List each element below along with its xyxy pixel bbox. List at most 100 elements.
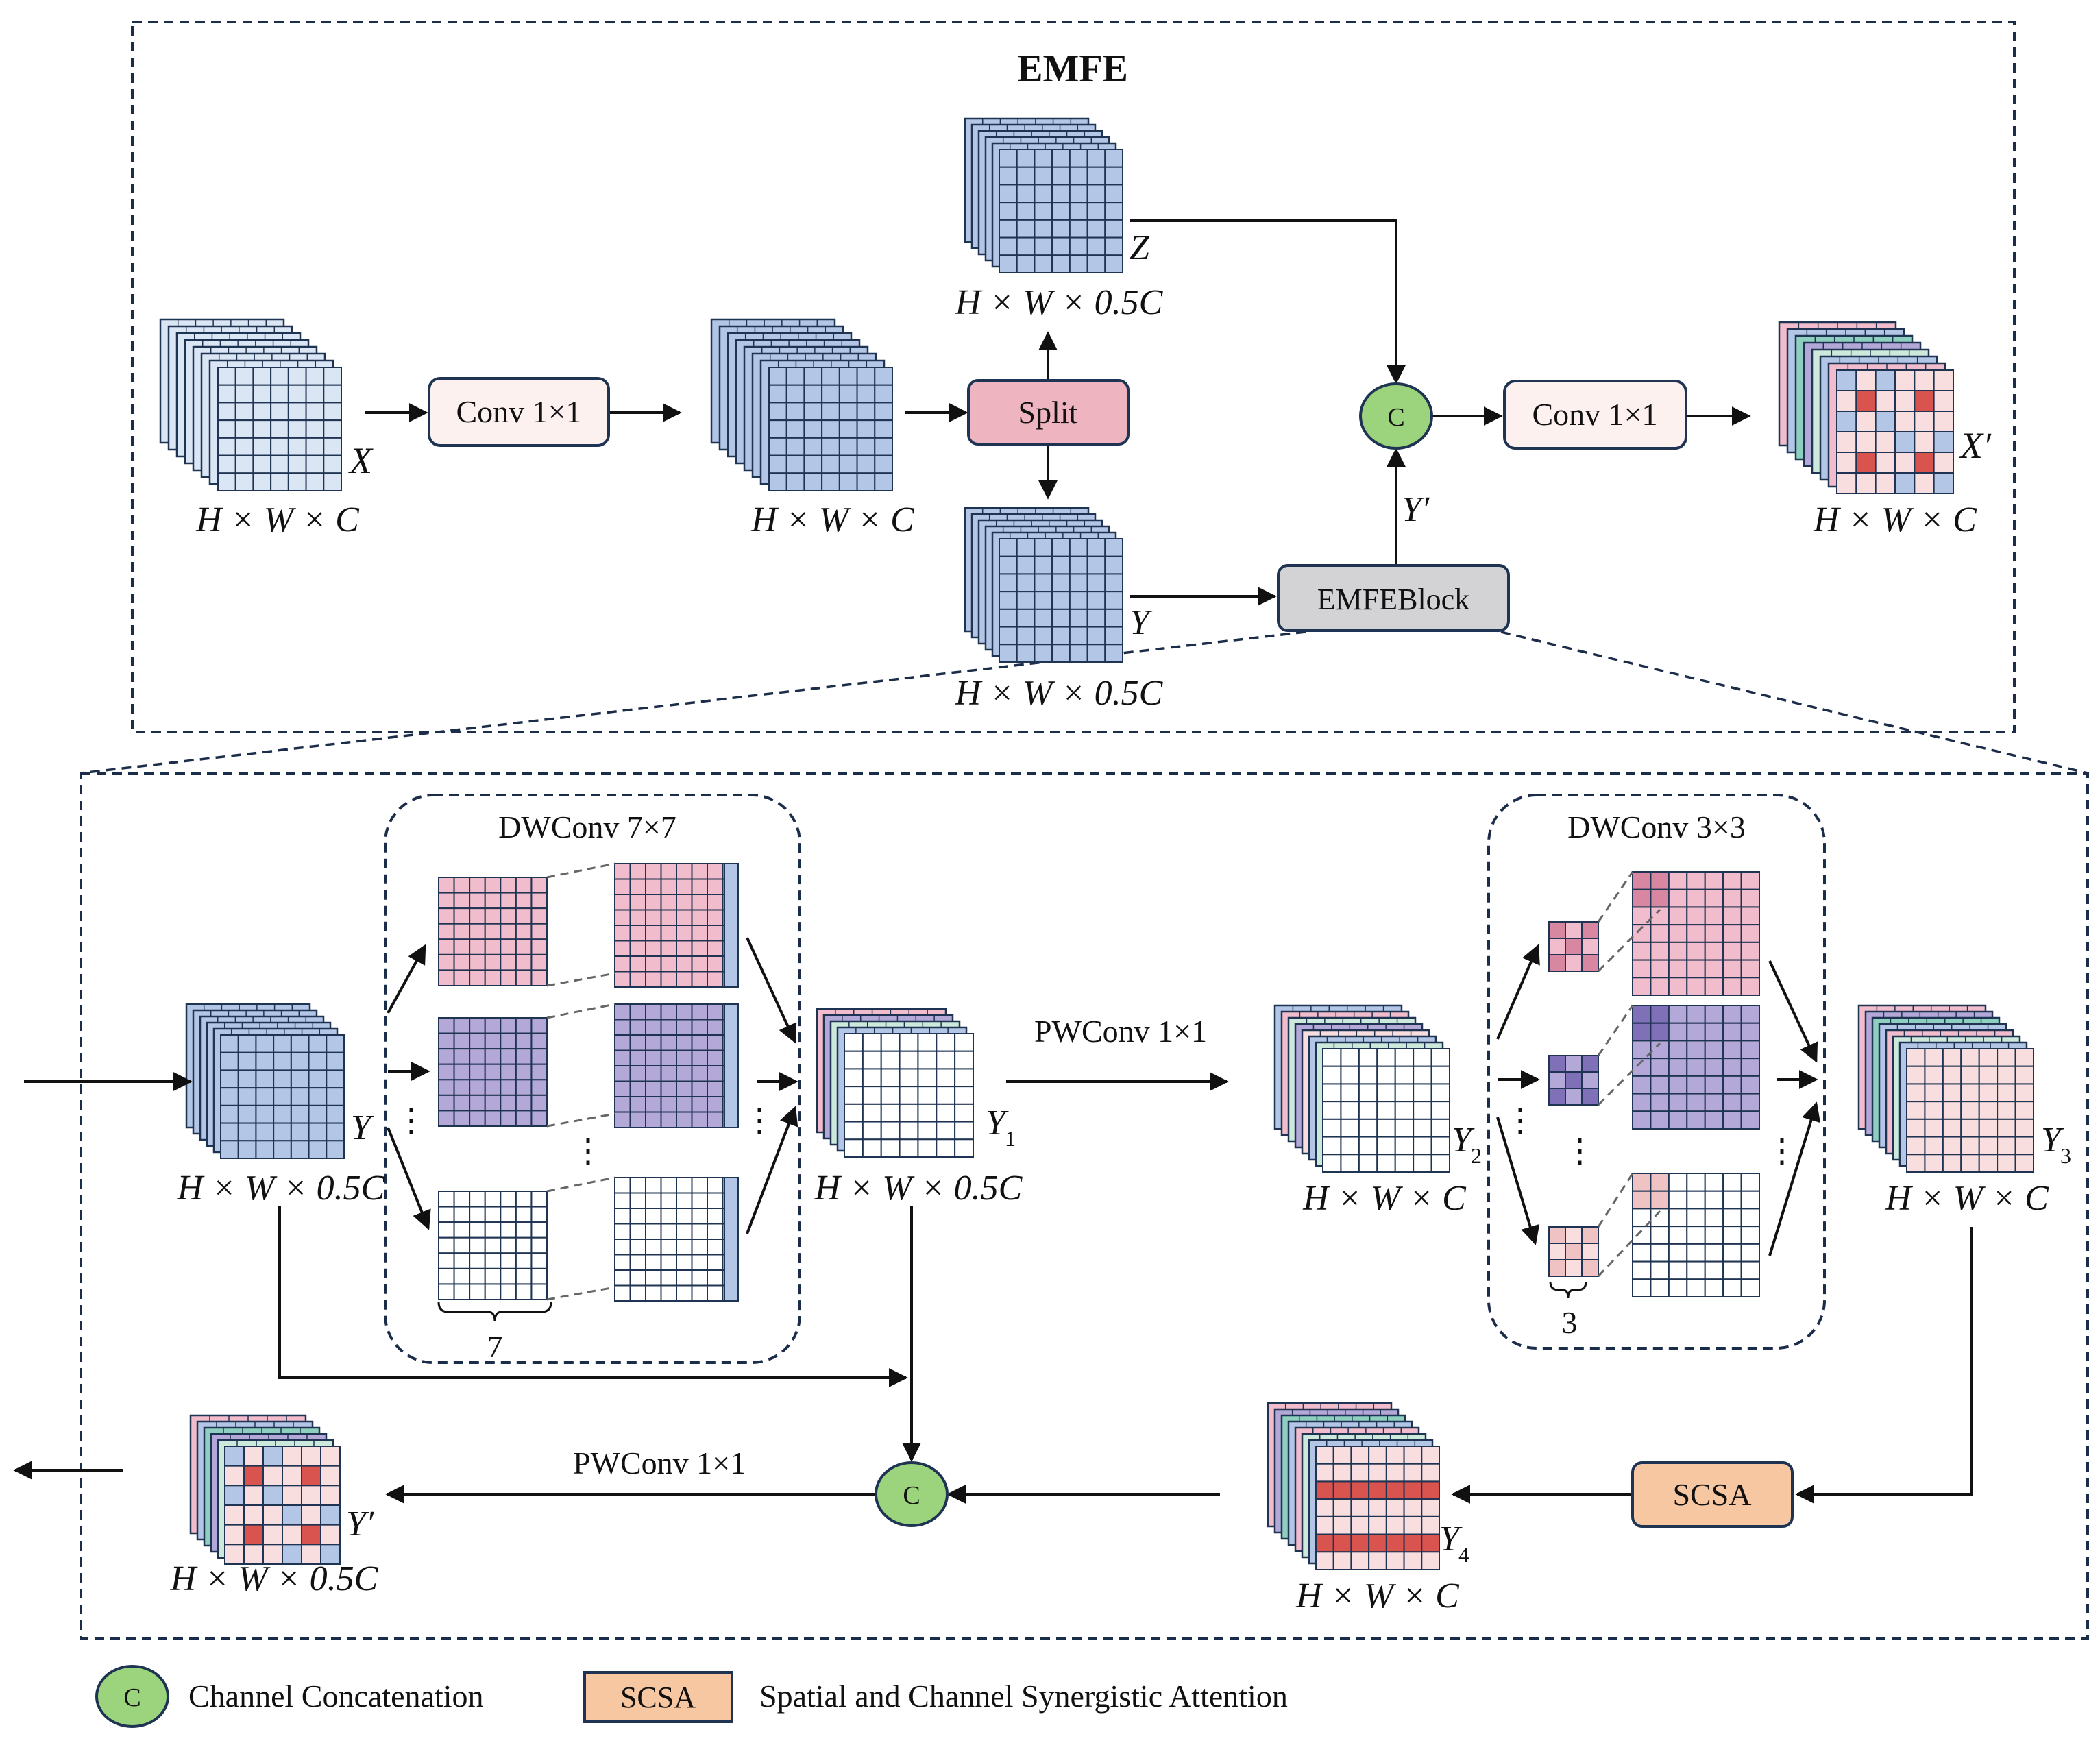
- dw7-kernel-1: [438, 877, 548, 987]
- legend-scsa-letter: SCSA: [620, 1681, 696, 1714]
- kernel3-brace: [1549, 1281, 1587, 1299]
- legend-concat-symbol: [95, 1665, 169, 1728]
- dw7-kernel-3: [438, 1191, 548, 1301]
- dots-3-center: ⋮: [1563, 1133, 1596, 1169]
- legend-scsa-text: Spatial and Channel Synergistic Attentio…: [759, 1679, 1288, 1714]
- y2-dims: H × W × C: [1302, 1179, 1467, 1218]
- y1-dims: H × W × 0.5C: [814, 1169, 1023, 1208]
- z-label: Z: [1130, 228, 1150, 267]
- mid-dims: H × W × C: [750, 500, 915, 539]
- dw3-output-1: [1597, 871, 1761, 997]
- dw7-kernel-2: [438, 1017, 548, 1128]
- dw3-output-2: [1597, 1005, 1761, 1130]
- svg-text:4: 4: [1458, 1542, 1469, 1567]
- y3-label: Y 3: [2041, 1121, 2071, 1168]
- zoom-line-right: [1500, 631, 2088, 775]
- dw7-output-1: [546, 862, 739, 988]
- svg-text:Y: Y: [986, 1104, 1009, 1143]
- dw3-kernel-1: [1548, 921, 1599, 972]
- dw7-output-2: [546, 1003, 739, 1128]
- dw3-output-3: [1597, 1173, 1761, 1298]
- dots-3-left: ⋮: [1504, 1102, 1537, 1138]
- yprime-label-top: Y′: [1402, 490, 1430, 529]
- tensor-z: [964, 117, 1124, 273]
- dw7-output-3: [546, 1176, 739, 1302]
- x-label: X: [348, 440, 374, 481]
- svg-text:Y: Y: [1439, 1520, 1463, 1559]
- arrow-y2-dw3-bot: [1496, 1117, 1540, 1245]
- dwconv7-box: [384, 794, 801, 1364]
- kernel7-brace: [437, 1302, 552, 1322]
- arrow-y-dw7-top: [387, 944, 426, 1014]
- yprime-label-bottom: Y′: [346, 1504, 375, 1544]
- arrow-dw7-top-y1: [746, 937, 797, 1044]
- yprime-dims-bottom: H × W × 0.5C: [170, 1559, 379, 1598]
- arrow-y3-scsa: [1795, 1227, 1973, 1504]
- y1-label: Y 1: [986, 1104, 1016, 1151]
- dwconv7-title: DWConv 7×7: [498, 809, 676, 844]
- xprime-dims: H × W × C: [1813, 500, 1977, 539]
- tensor-y3: [1857, 1004, 2035, 1173]
- conv1-block: Conv 1×1: [428, 377, 610, 447]
- tensor-xprime: [1778, 321, 1955, 494]
- svg-text:Y: Y: [1452, 1121, 1475, 1160]
- arrow-y-dw7-bot: [387, 1127, 431, 1230]
- y4-dims: H × W × C: [1295, 1576, 1460, 1616]
- x-dims: H × W × C: [195, 500, 360, 539]
- split-label: Split: [1018, 395, 1078, 430]
- y3-dims: H × W × C: [1885, 1179, 2049, 1218]
- svg-text:1: 1: [1005, 1126, 1016, 1151]
- conv2-label: Conv 1×1: [1532, 397, 1657, 432]
- arrow-y-skip-concat: [278, 1206, 908, 1387]
- z-dims: H × W × 0.5C: [955, 283, 1164, 322]
- concat-bottom: C: [875, 1461, 949, 1527]
- tensor-yprime: [189, 1414, 341, 1565]
- dwconv3-title: DWConv 3×3: [1567, 809, 1746, 844]
- dots-3-right: ⋮: [1766, 1133, 1798, 1169]
- y-dims-top: H × W × 0.5C: [955, 674, 1164, 713]
- tensor-y2: [1273, 1004, 1451, 1173]
- dw3-kernel-3: [1548, 1226, 1599, 1277]
- y-label-bottom: Y: [351, 1108, 374, 1147]
- concat-bottom-label: C: [903, 1481, 920, 1510]
- dw3-kernel-2: [1548, 1055, 1599, 1106]
- kernel3-label: 3: [1562, 1305, 1578, 1340]
- dwconv3-box: [1487, 794, 1826, 1350]
- dots-7-left: ⋮: [395, 1102, 428, 1138]
- y4-label: Y 4: [1439, 1520, 1469, 1567]
- xprime-label: X′: [1959, 425, 1992, 466]
- arrow-dw3-bot-y3: [1768, 1101, 1821, 1256]
- legend-scsa-symbol: [583, 1671, 733, 1723]
- svg-text:Y: Y: [2041, 1121, 2064, 1160]
- svg-text:2: 2: [1471, 1143, 1482, 1168]
- dots-7-center: ⋮: [572, 1133, 605, 1169]
- scsa-label: SCSA: [1672, 1477, 1751, 1512]
- kernel7-label: 7: [487, 1329, 503, 1364]
- conv1-label: Conv 1×1: [456, 394, 581, 429]
- y-label-top: Y: [1130, 603, 1153, 642]
- legend-concat-letter: C: [123, 1683, 141, 1712]
- legend-concat-text: Channel Concatenation: [188, 1679, 484, 1714]
- y-dims-bottom: H × W × 0.5C: [177, 1169, 386, 1208]
- tensor-y-bottom: [185, 1003, 345, 1160]
- tensor-y4: [1267, 1402, 1440, 1570]
- split-block: Split: [967, 379, 1130, 446]
- pwconv1-label: PWConv 1×1: [1034, 1014, 1207, 1049]
- arrow-dw7-bot-y1: [746, 1106, 798, 1234]
- emfe-frame: [131, 21, 2016, 733]
- legend: C Channel Concatenation SCSA Spatial and…: [95, 1665, 1288, 1728]
- concat-top-label: C: [1387, 403, 1404, 432]
- tensor-y-top: [964, 507, 1124, 663]
- tensor-y1: [816, 1008, 974, 1158]
- emfeblock-label: EMFEBlock: [1317, 583, 1469, 616]
- dots-7-right: ⋮: [743, 1102, 776, 1138]
- svg-text:3: 3: [2060, 1143, 2071, 1168]
- arrow-z-concat: [1130, 219, 1406, 385]
- scsa-block: SCSA: [1631, 1461, 1794, 1528]
- emfeblock-block: EMFEBlock: [1277, 564, 1510, 632]
- arrow-y2-dw3-top: [1496, 944, 1540, 1040]
- pwconv2-label: PWConv 1×1: [573, 1446, 746, 1480]
- concat-top: C: [1359, 382, 1433, 450]
- arrow-dw3-top-y3: [1768, 960, 1818, 1063]
